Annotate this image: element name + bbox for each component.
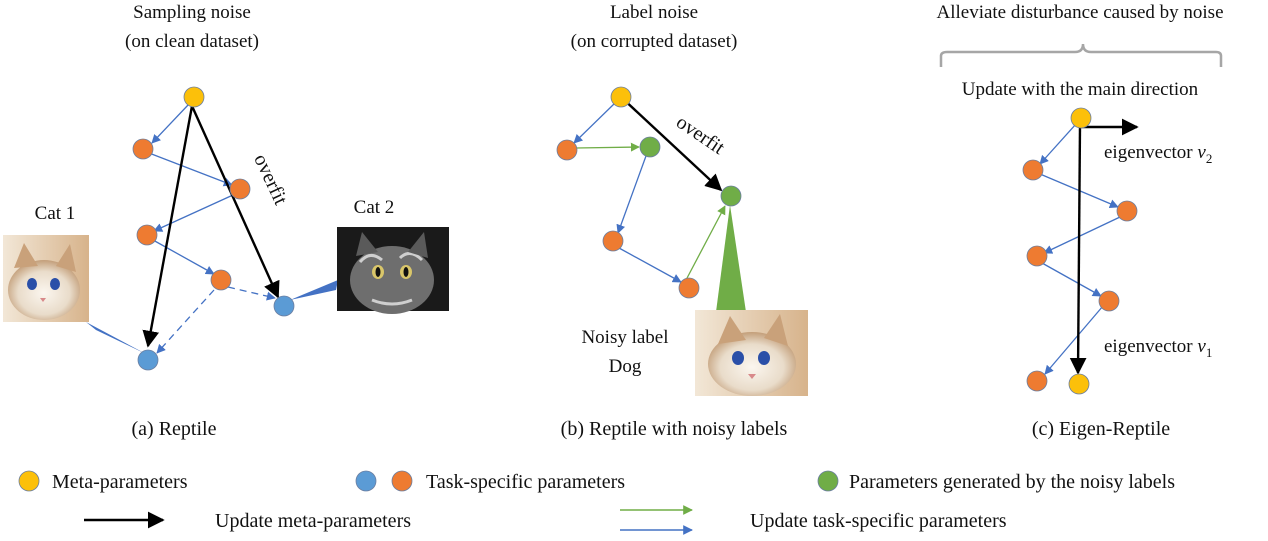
meta-parameter-node — [183, 86, 205, 108]
legend-noisy-swatch — [817, 470, 839, 492]
task-parameter-node — [678, 277, 700, 299]
meta-parameter-node — [1068, 373, 1090, 395]
blue-arrow — [573, 102, 616, 144]
task-parameter-node — [602, 230, 624, 252]
meta-update-arrow — [190, 105, 280, 299]
brace — [939, 43, 1223, 67]
cat2-label: Cat 2 — [354, 197, 395, 218]
task-parameter-node — [136, 224, 158, 246]
legend-task-blue-swatch — [355, 470, 377, 492]
overfit-label: overfit — [249, 151, 292, 209]
panel-c-caption: (c) Eigen-Reptile — [1032, 418, 1170, 440]
image-pointer — [290, 280, 338, 300]
noisy-parameter-node — [720, 185, 742, 207]
task-parameter-node — [210, 269, 232, 291]
panel-a: Sampling noise (on clean dataset) overfi… — [3, 2, 449, 440]
panel-b-title-line1: Label noise — [610, 2, 698, 23]
eigenvector-v1-arrow — [1069, 124, 1087, 375]
legend-task-orange-swatch — [391, 470, 413, 492]
legend-meta-swatch — [18, 470, 40, 492]
task-parameter-node — [1098, 290, 1120, 312]
blue-arrow — [618, 247, 682, 283]
legend-update-task-label: Update task-specific parameters — [750, 510, 1007, 532]
green-arrow — [685, 205, 726, 281]
eigenvector-v2-label: eigenvector v2 — [1104, 142, 1212, 166]
blue-arrow — [153, 194, 234, 232]
image-pointer — [86, 322, 146, 354]
meta-update-arrow — [620, 96, 723, 192]
task-parameter-node-blue — [137, 349, 159, 371]
blue-arrow — [616, 155, 647, 234]
legend-noisy-label: Parameters generated by the noisy labels — [849, 471, 1175, 493]
panel-a-caption: (a) Reptile — [132, 418, 217, 440]
panel-c-subtitle: Update with the main direction — [962, 79, 1199, 100]
task-parameter-node — [1026, 370, 1048, 392]
panel-a-title-line1: Sampling noise — [133, 2, 251, 23]
noisy-pointer — [716, 205, 746, 312]
noisy-label-line1: Noisy label — [581, 327, 668, 348]
blue-arrow — [151, 103, 190, 144]
task-parameter-node — [229, 178, 251, 200]
task-parameter-node-blue — [273, 295, 295, 317]
legend-meta-label: Meta-parameters — [52, 471, 188, 493]
blue-arrow — [1043, 216, 1121, 254]
blue-arrow — [1041, 262, 1102, 297]
blue-arrow — [148, 152, 233, 187]
noisy-label-line2: Dog — [609, 356, 642, 377]
blue-arrow — [1039, 123, 1077, 165]
panel-b-title-line2: (on corrupted dataset) — [571, 31, 738, 52]
noisy-parameter-node — [639, 136, 661, 158]
task-parameter-node — [1026, 245, 1048, 267]
noisy-cat-image — [695, 310, 808, 396]
panel-a-title-line2: (on clean dataset) — [125, 31, 259, 52]
legend-task-label: Task-specific parameters — [426, 471, 625, 493]
meta-parameter-node — [1070, 107, 1092, 129]
blue-dashed-arrow — [156, 289, 215, 354]
legend: Meta-parameters Task-specific parameters… — [18, 470, 1175, 535]
green-arrow — [575, 142, 640, 152]
blue-dashed-arrow — [227, 286, 276, 301]
meta-update-arrow — [142, 105, 194, 348]
task-parameter-node — [556, 139, 578, 161]
panel-c: Alleviate disturbance caused by noise Up… — [936, 2, 1223, 440]
blue-arrow — [1044, 305, 1104, 375]
task-parameter-node — [1116, 200, 1138, 222]
task-parameter-node — [1022, 159, 1044, 181]
cat1-image — [3, 235, 89, 322]
eigenvector-v1-label: eigenvector v1 — [1104, 336, 1212, 360]
blue-arrow — [152, 239, 215, 275]
panel-b: Label noise (on corrupted dataset) overf… — [556, 2, 808, 440]
panel-c-title: Alleviate disturbance caused by noise — [936, 2, 1223, 23]
meta-parameter-node — [610, 86, 632, 108]
task-parameter-node — [132, 138, 154, 160]
panel-b-caption: (b) Reptile with noisy labels — [561, 418, 788, 440]
cat1-label: Cat 1 — [35, 203, 76, 224]
cat2-image — [337, 227, 449, 314]
legend-update-meta-label: Update meta-parameters — [215, 510, 411, 532]
